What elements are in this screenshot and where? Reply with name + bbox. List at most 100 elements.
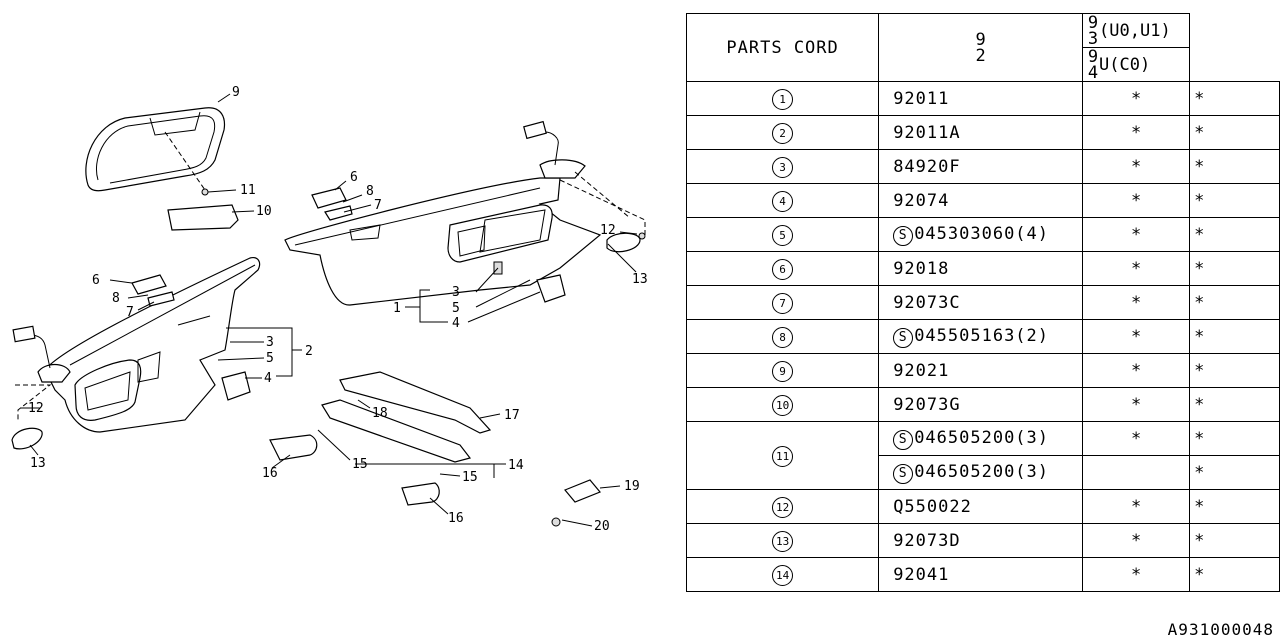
row-number-circle: 5 (772, 224, 794, 246)
mark-92 (1082, 455, 1191, 490)
row-number: 14 (685, 557, 880, 592)
part-code-text: 045303060(4) (914, 223, 1050, 244)
row-number: 8 (685, 319, 880, 354)
callout-20: 20 (594, 519, 610, 534)
part-code-text: 92073G (893, 394, 961, 415)
callout-1: 1 (393, 301, 401, 316)
mark-93-94: * (1189, 183, 1280, 218)
drawing-number: A931000048 (1167, 620, 1274, 639)
mark-92: * (1082, 285, 1191, 320)
part-code: 92041 (878, 557, 1084, 592)
mark-93-94: * (1189, 149, 1280, 184)
callout-16: 16 (262, 466, 278, 481)
s-mark-icon: S (893, 225, 914, 246)
row-number: 12 (685, 489, 880, 524)
part-code: 92011 (878, 81, 1084, 116)
callout-3: 3 (266, 335, 274, 350)
callout-labels: 9 11 10 6 8 7 6 8 7 12 13 3 5 4 1 3 5 2 … (28, 85, 648, 534)
mark-92: * (1082, 353, 1191, 388)
callout-2: 2 (305, 344, 313, 359)
col-93-rest: (U0,U1) (1099, 20, 1171, 41)
callout-9: 9 (232, 85, 240, 100)
part-code-text: 92011 (893, 88, 950, 109)
mark-93-94: * (1189, 421, 1280, 456)
part-code-text: Q550022 (893, 496, 972, 517)
mark-92: * (1082, 81, 1191, 116)
row-number: 5 (685, 217, 880, 252)
row-number: 9 (685, 353, 880, 388)
callout-5: 5 (266, 351, 274, 366)
callout-4: 4 (452, 316, 460, 331)
table-row: 9 92021 ** (685, 353, 1280, 388)
part-code-text: 92011A (893, 122, 961, 143)
row-number: 1 (685, 81, 880, 116)
sun-visor-left (44, 257, 261, 433)
callout-5: 5 (452, 301, 460, 316)
parts-diagram: 9 11 10 6 8 7 6 8 7 12 13 3 5 4 1 3 5 2 … (11, 85, 648, 534)
row-number-circle: 14 (772, 564, 794, 586)
visor-connector (539, 159, 586, 179)
callout-12: 12 (600, 223, 616, 238)
callout-18: 18 (372, 406, 388, 421)
row-number-circle: 9 (772, 360, 794, 382)
mark-93-94: * (1189, 387, 1280, 422)
mark-93-94: * (1189, 251, 1280, 286)
part-code-text: 92074 (893, 190, 950, 211)
callout-16: 16 (448, 511, 464, 526)
mark-92: * (1082, 149, 1191, 184)
visor-holder-lower (131, 274, 167, 295)
col-94-rest: U(C0) (1099, 54, 1151, 75)
part-code: 92073G (878, 387, 1084, 422)
row-number: 10 (685, 387, 880, 422)
callout-13: 13 (30, 456, 46, 471)
callout-19: 19 (624, 479, 640, 494)
row-number-circle: 12 (772, 496, 794, 518)
mark-93-94: * (1189, 353, 1280, 388)
callout-15: 15 (462, 470, 478, 485)
row-number: 6 (685, 251, 880, 286)
part-code: Q550022 (878, 489, 1084, 524)
mark-93-94: * (1189, 319, 1280, 354)
part-code: 92018 (878, 251, 1084, 286)
part-code-text: 92041 (893, 564, 950, 585)
rear-view-mirror (85, 107, 226, 192)
mark-92: * (1082, 251, 1191, 286)
s-mark-icon: S (893, 429, 914, 450)
callout-14: 14 (508, 458, 524, 473)
mark-92: * (1082, 489, 1191, 524)
row-number: 7 (685, 285, 880, 320)
callout-4: 4 (264, 371, 272, 386)
hook-13-left (11, 427, 43, 450)
leader-lines (20, 93, 638, 527)
part-code-text: 92021 (893, 360, 950, 381)
part-code-text: 046505200(3) (914, 461, 1050, 482)
s-mark-icon: S (893, 327, 914, 348)
row-number-circle: 4 (772, 190, 794, 212)
mark-93-94: * (1189, 523, 1280, 558)
callout-8: 8 (112, 291, 120, 306)
callout-7: 7 (374, 198, 382, 213)
mark-92: * (1082, 421, 1191, 456)
callout-13: 13 (632, 272, 648, 287)
part-code: 92073D (878, 523, 1084, 558)
row-number-circle: 3 (772, 156, 794, 178)
mark-92: * (1082, 523, 1191, 558)
mark-93-94: * (1189, 285, 1280, 320)
